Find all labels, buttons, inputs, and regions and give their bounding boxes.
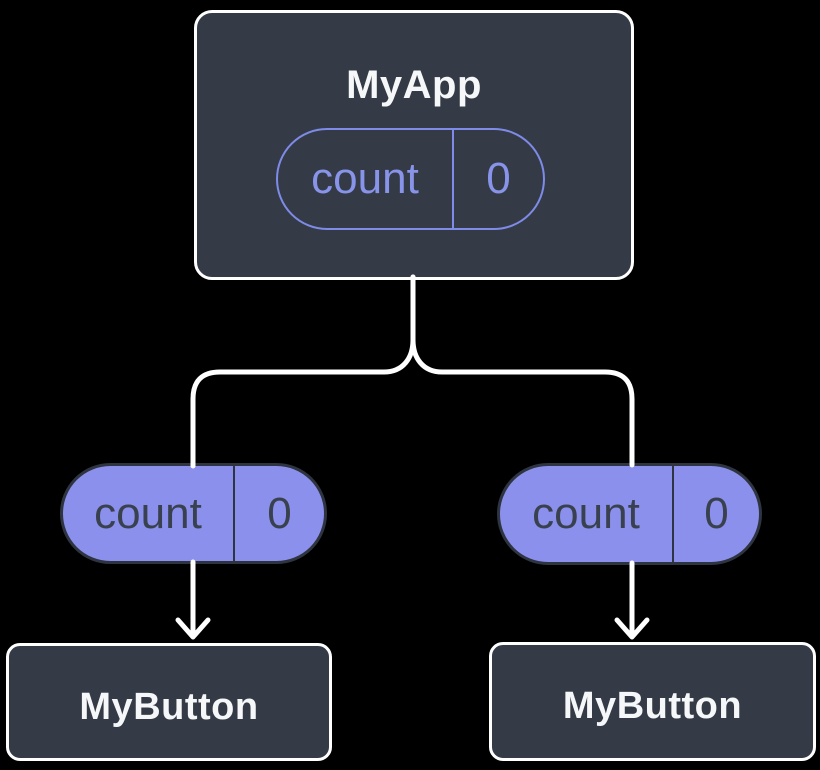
branch-wire-left: [190, 274, 416, 469]
prop-name-label: count: [532, 489, 640, 538]
child-component-node-right: MyButton: [489, 642, 816, 761]
child-component-title: MyButton: [562, 685, 743, 727]
arrow-down-icon: [614, 617, 650, 640]
root-component-title: MyApp: [346, 63, 482, 107]
state-value-label: 0: [452, 130, 543, 228]
child-component-node-left: MyButton: [6, 643, 332, 761]
prop-value-label: 0: [672, 466, 759, 562]
child-component-title: MyButton: [79, 685, 259, 728]
prop-value-label: 0: [233, 466, 324, 561]
branch-wire-right: [410, 274, 635, 468]
prop-pill-left: count 0: [60, 463, 327, 564]
arrow-down-icon: [175, 617, 211, 640]
prop-name-label: count: [94, 488, 202, 538]
root-component-node: MyApp count 0: [194, 10, 634, 280]
state-name-label: count: [311, 154, 419, 203]
prop-pill-right: count 0: [497, 463, 762, 565]
root-state-pill: count 0: [276, 128, 545, 230]
